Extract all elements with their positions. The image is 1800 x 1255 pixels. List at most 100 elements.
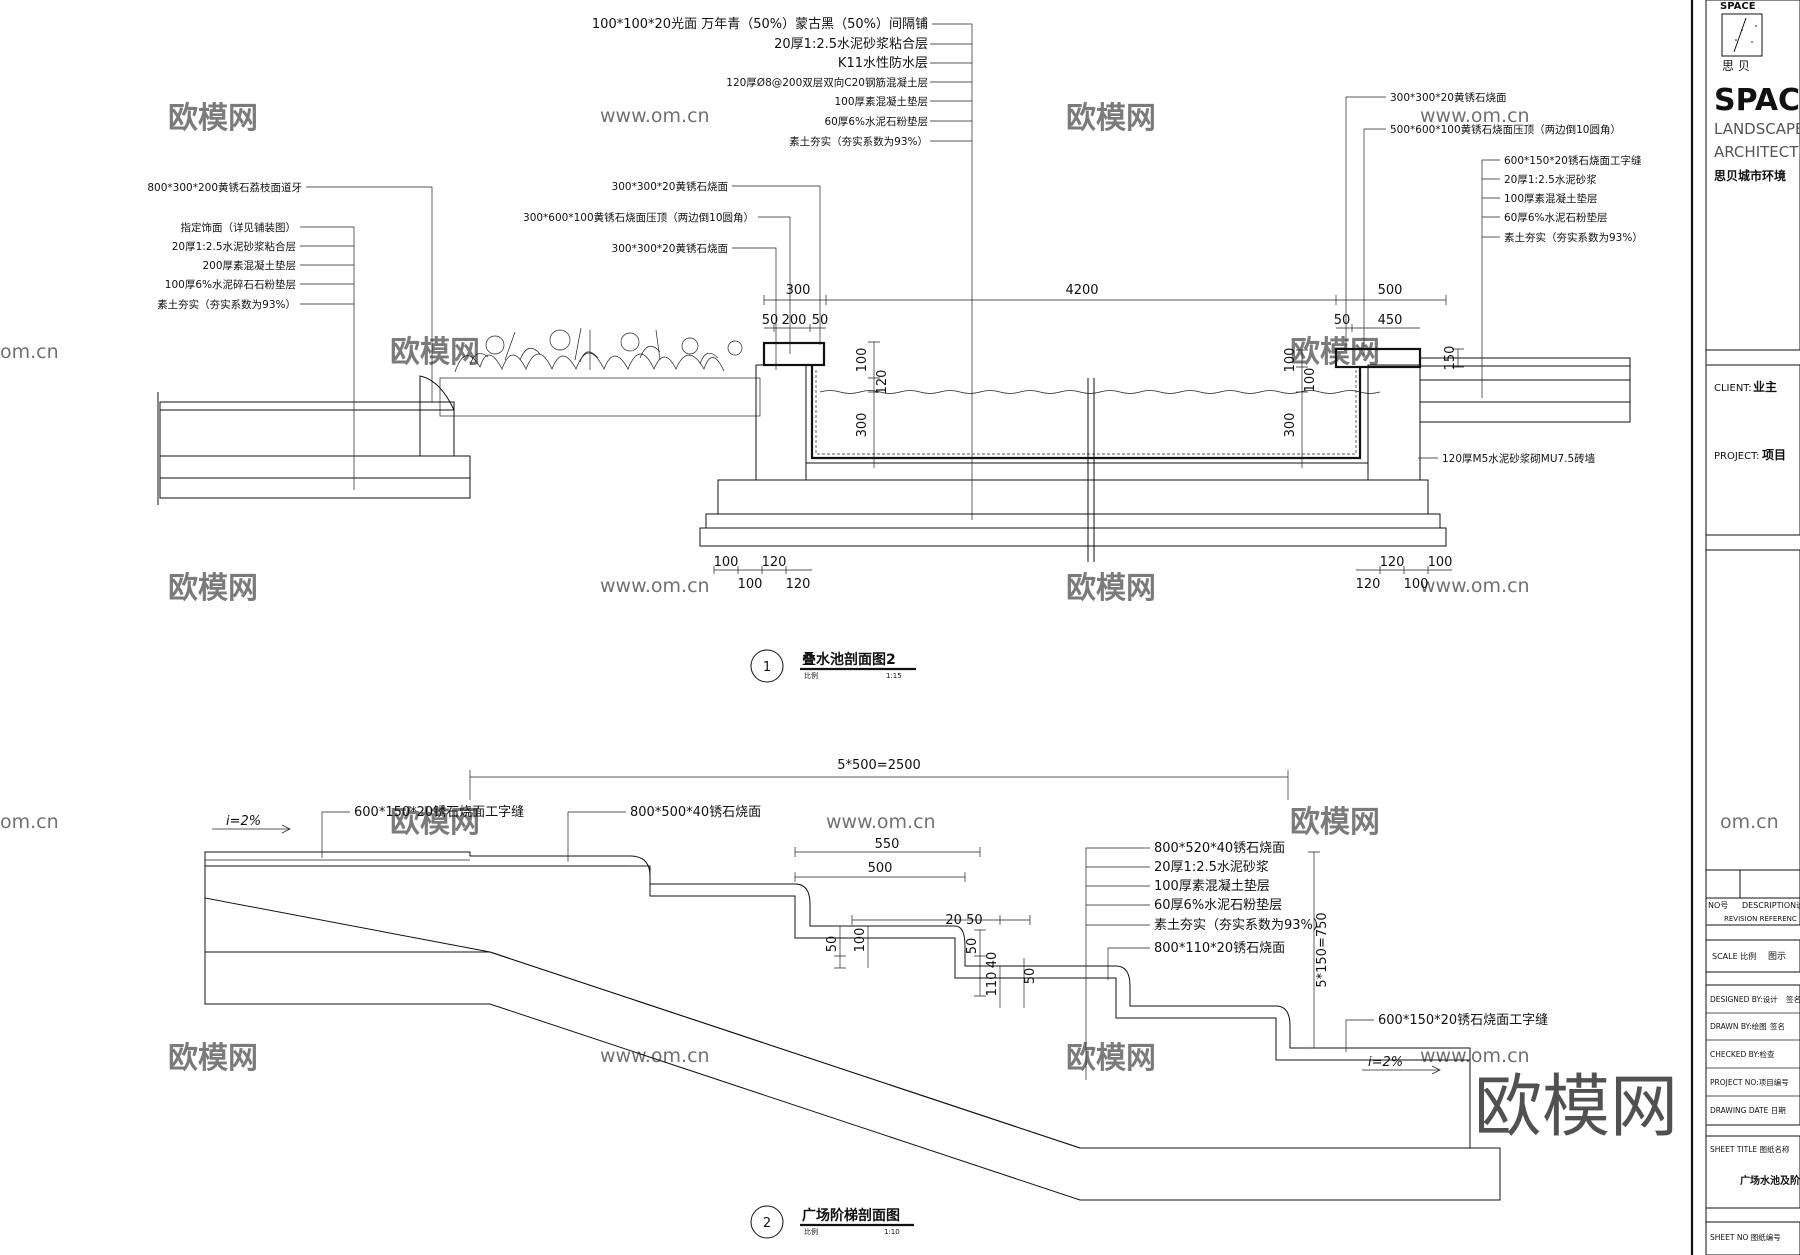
dim-50a: 50 [762,313,779,328]
dimension-lines-1 [713,295,1464,574]
label-curb: 800*300*200黄锈石荔枝面道牙 [147,181,302,194]
section-title: 广场阶梯剖面图 [802,1207,900,1224]
label-right-2: 20厚1:2.5水泥砂浆 [1504,173,1597,186]
label-top-1: 100*100*20光面 万年青（50%）蒙古黑（50%）间隔铺 [592,17,928,32]
company-name: 思贝城市环境 [1714,168,1786,183]
label-mid-3: 300*300*20黄锈石烧面 [612,242,728,255]
leader-lines-2 [212,811,1441,1080]
sheet-title-label: SHEET TITLE 图纸名称 [1710,1144,1790,1154]
scale-value: 1:15 [886,672,902,680]
watermark-big: 欧模网 [1474,1068,1678,1147]
logo-sub: 思 贝 [1722,59,1750,73]
dim-v100: 100 [853,928,868,953]
stone-finish [204,851,1471,1061]
section-2-stairs: 5*500=2500 i=2% i=2% 600*150*20锈石烧面工字缝 8… [204,758,1548,1239]
label-top-6: 60厚6%水泥石粉垫层 [824,115,928,128]
dim-v110: 110 [985,972,1000,997]
sheet-title: 广场水池及阶 [1740,1174,1800,1187]
dim-vtotal: 5*150=750 [1315,912,1330,987]
label-right-2: 20厚1:2.5水泥砂浆 [1154,860,1269,875]
section-1-pool: 100*100*20光面 万年青（50%）蒙古黑（50%）间隔铺 20厚1:2.… [147,17,1643,683]
watermark: www.om.cn [600,105,710,127]
scale-value: 图示 [1768,951,1786,962]
watermark: 欧模网 [168,101,258,136]
project-no-label: PROJECT NO:项目编号 [1710,1077,1789,1087]
drawn-label: DRAWN BY:绘图 [1710,1021,1767,1031]
dim-v100c: 100 [1303,368,1318,393]
watermark: www.om.cn [1420,575,1530,597]
label-left-3: 200厚素混凝土垫层 [202,259,296,272]
designed-label: DESIGNED BY:设计 [1710,994,1778,1004]
project-label: PROJECT: [1714,451,1759,462]
earth-layer [204,898,1501,1201]
label-top-7: 素土夯实（夯实系数为93%） [789,135,928,148]
label-left-1: 指定饰面（详见铺装图） [181,221,297,234]
dim-b120a: 120 [762,555,787,570]
dim-v120: 120 [875,370,890,395]
label-c: 800*110*20锈石烧面 [1154,941,1285,956]
watermark: www.om.cn [1420,1045,1530,1067]
section-1-annotations: 100*100*20光面 万年青（50%）蒙古黑（50%）间隔铺 20厚1:2.… [147,17,1642,465]
dim-450: 450 [1378,313,1403,328]
brand-line1: LANDSCAPE [1714,120,1800,138]
plant-foliage [454,327,743,373]
watermark: om.cn [0,341,59,363]
dim-b100a: 100 [714,555,739,570]
watermark: www.om.cn [1420,105,1530,127]
label-top-3: K11水性防水层 [838,55,928,71]
label-top-4: 120厚Ø8@200双层双向C20钢筋混凝土层 [726,76,928,89]
dim-v50: 50 [825,936,840,953]
scale-value: 1:10 [884,1228,900,1236]
watermark: 欧模网 [168,1041,258,1076]
sheet-no-label: SHEET NO 图纸编号 [1710,1232,1781,1242]
project-value: 项目 [1762,448,1786,462]
rev-label: REVISION REFERENC [1724,915,1797,923]
drawn-sign: 签名 [1770,1021,1785,1031]
title-block: SPACE 思 贝 SPAC LANDSCAPE ARCHITECTUR 思贝城… [1690,0,1800,1255]
client-value: 业主 [1753,379,1777,394]
no-label: NO号 [1708,901,1728,910]
leader-lines-1 [300,23,1500,520]
pool-structure [699,341,1447,562]
dim-v100b: 100 [1283,348,1298,373]
label-d: 600*150*20锈石烧面工字缝 [1378,1013,1548,1028]
slope-right: i=2% [1368,1055,1403,1070]
section-number: 1 [763,660,771,675]
label-mid-1: 300*300*20黄锈石烧面 [612,180,728,193]
brand-name: SPAC [1714,83,1800,118]
label-right-top-2: 500*600*100黄锈石烧面压顶（两边倒10圆角） [1390,123,1621,136]
dim-500: 500 [868,861,893,876]
watermark: www.om.cn [600,575,710,597]
dim-50c: 50 [1334,313,1351,328]
dim-20-50: 20 50 [945,913,982,928]
watermark: om.cn [1720,811,1779,833]
label-right-3: 100厚素混凝土垫层 [1504,192,1598,205]
dim-200: 200 [782,313,807,328]
label-left-2: 20厚1:2.5水泥砂浆粘合层 [172,240,296,253]
section-number: 2 [763,1216,771,1231]
label-right-4: 60厚6%水泥石粉垫层 [1504,211,1608,224]
right-pavement [1419,357,1631,423]
label-right-5: 素土夯实（夯实系数为93%） [1154,918,1326,933]
section-2-annotations: 5*500=2500 i=2% i=2% 600*150*20锈石烧面工字缝 8… [226,758,1548,1070]
scale-label: SCALE 比例 [1712,951,1756,961]
label-wall: 120厚M5水泥砂浆砌MU7.5砖墙 [1442,452,1596,465]
date-label: DRAWING DATE 日期 [1710,1106,1786,1115]
section-1-dimensions: 300 4200 500 50 200 50 50 450 100 120 30… [714,283,1458,592]
left-pavement [157,375,471,505]
watermark: 欧模网 [1066,101,1156,136]
dim-550: 550 [875,837,900,852]
dim-b100d: 100 [1404,577,1429,592]
dim-b100c: 100 [1428,555,1453,570]
label-right-1: 800*520*40锈石烧面 [1154,841,1285,856]
dim-v300b: 300 [1283,413,1298,438]
dim-b120d: 120 [1356,577,1381,592]
scale-label: 比例 [804,671,818,680]
label-mid-2: 300*600*100黄锈石烧面压顶（两边倒10圆角） [523,211,754,224]
planter-soil [439,327,761,417]
dim-b100b: 100 [738,577,763,592]
watermark: 欧模网 [390,335,480,370]
label-right-top-1: 300*300*20黄锈石烧面 [1390,91,1506,104]
brand-line2: ARCHITECTUR [1714,143,1800,161]
slope-left: i=2% [226,814,261,829]
